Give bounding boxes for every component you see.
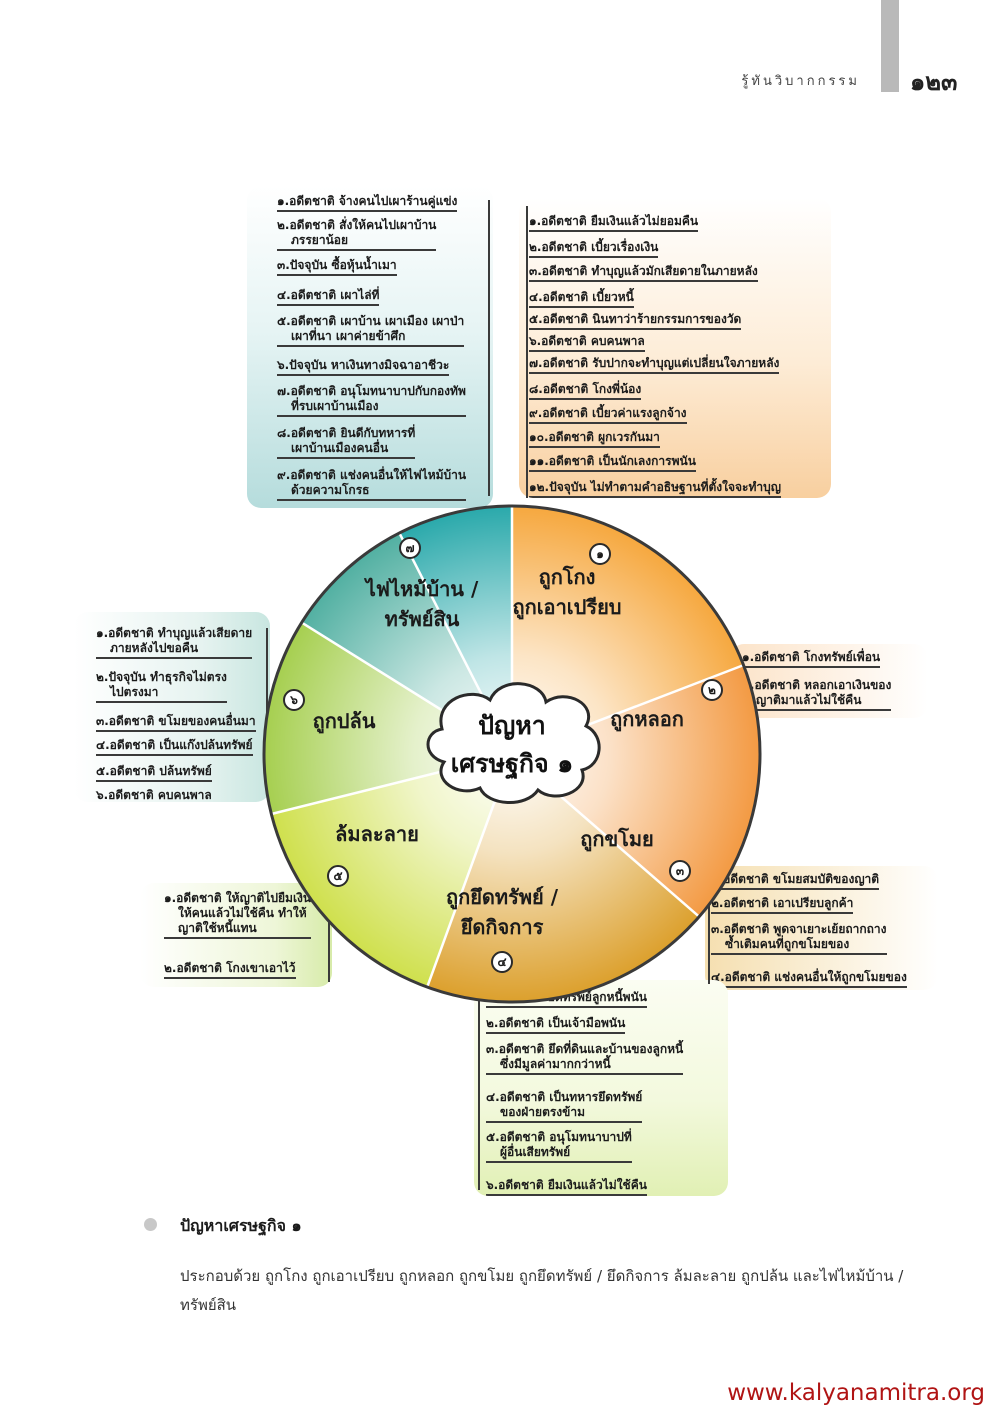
segment-number-badge <box>283 689 305 711</box>
segment-label-4-line2: ยึดกิจการ <box>460 915 543 939</box>
segment-number-badge <box>589 543 611 565</box>
segment-number-badge <box>399 537 421 559</box>
list-item: ๓.อดีตชาติ ยึดที่ดินและบ้านของลูกหนี้ซึ่… <box>486 1042 684 1075</box>
list-box-segment-3: ๑.อดีตชาติ ขโมยสมบัติของญาติ๒.อดีตชาติ เ… <box>705 866 938 990</box>
segment-number-4: ๔ <box>497 955 506 969</box>
segment-label-3: ถูกขโมย <box>580 827 654 853</box>
list-item: ๑.อดีตชาติ ขโมยสมบัติของญาติ <box>711 872 880 890</box>
segment-label-4: ถูกยึดทรัพย์ / <box>446 885 559 911</box>
segment-number-badge <box>491 951 513 973</box>
wheel-rim <box>262 504 762 1004</box>
list-item: ๓.อดีตชาติ ขโมยของคนอื่นมา <box>96 714 256 732</box>
list-item: ๒.อดีตชาติ หลอกเอาเงินของญาติมาแล้วไม่ใช… <box>742 678 892 711</box>
list-item: ๙.อดีตชาติ แช่งคนอื่นให้ไฟไหม้บ้านด้วยคว… <box>277 468 467 501</box>
list-item: ๒.อดีตชาติ โกงเขาเอาไว้ <box>164 961 296 979</box>
connector-line <box>708 880 710 984</box>
list-box-segment-4: ๑.อดีตชาติ ยึดทรัพย์ลูกหนี้พนัน๒.อดีตชาต… <box>474 980 728 1196</box>
list-item: ๔.อดีตชาติ เป็นแก๊งปล้นทรัพย์ <box>96 738 253 756</box>
list-item: ๓.อดีตชาติ ทำบุญแล้วมักเสียดายในภายหลัง <box>529 264 758 282</box>
list-item: ๕.อดีตชาติ อนุโมทนาบาปที่ผู้อื่นเสียทรัพ… <box>486 1130 632 1163</box>
list-box-segment-5: ๑.อดีตชาติ ให้ญาติไปยืมเงินให้คนแล้วไม่ใ… <box>140 883 332 987</box>
segment-number-1: ๑ <box>596 547 604 561</box>
list-item: ๒.อดีตชาติ เป็นเจ้ามือพนัน <box>486 1016 626 1034</box>
segment-number-7: ๗ <box>405 541 414 555</box>
segment-label-5: ล้มละลาย <box>335 822 419 846</box>
center-title-line1: ปัญหา <box>478 711 546 740</box>
list-box-segment-2: ๑.อดีตชาติ โกงทรัพย์เพื่อน๒.อดีตชาติ หลอ… <box>730 644 928 718</box>
list-item: ๒.ปัจจุบัน ทำธุรกิจไม่ตรงไปตรงมา <box>96 670 227 703</box>
list-item: ๑๒.ปัจจุบัน ไม่ทำตามคำอธิษฐานที่ตั้งใจจะ… <box>529 480 781 498</box>
list-item: ๗.อดีตชาติ อนุโมทนาบาปกับกองทัพที่รบเผาบ… <box>277 384 466 417</box>
caption-body: ประกอบด้วย ถูกโกง ถูกเอาเปรียบ ถูกหลอก ถ… <box>180 1267 904 1314</box>
connector-line <box>526 206 528 498</box>
list-item: ๑๐.อดีตชาติ ผูกเวรกันมา <box>529 430 660 448</box>
list-item: ๒.อดีตชาติ สั่งให้คนไปเผาบ้านภรรยาน้อย <box>277 218 437 251</box>
segment-label-7-line2: ทรัพย์สิน <box>385 607 460 631</box>
list-item: ๖.ปัจจุบัน หาเงินทางมิจฉาอาชีวะ <box>277 358 450 376</box>
segment-number-6: ๖ <box>289 693 298 707</box>
segment-label-1: ถูกโกง <box>539 565 596 591</box>
list-item: ๑.อดีตชาติ ทำบุญแล้วเสียดายภายหลังไปขอคื… <box>96 626 253 659</box>
center-cloud <box>426 682 601 804</box>
segment-number-badge <box>669 860 691 882</box>
segment-label-2: ถูกหลอก <box>610 707 684 733</box>
list-box-segment-6: ๑.อดีตชาติ ทำบุญแล้วเสียดายภายหลังไปขอคื… <box>74 612 270 802</box>
connector-line <box>478 994 480 1190</box>
list-item: ๑.อดีตชาติ ให้ญาติไปยืมเงินให้คนแล้วไม่ใ… <box>164 891 312 939</box>
segment-number-badge <box>327 865 349 887</box>
segment-number-2: ๒ <box>708 683 716 697</box>
header-title: รู้ทันวิบากกรรม <box>741 74 860 89</box>
segment-number-5: ๕ <box>333 869 342 883</box>
header-bar <box>881 0 899 92</box>
segment-label-7: ไฟไหม้บ้าน / <box>364 577 479 601</box>
list-box-segment-7: ๑.อดีตชาติ จ้างคนไปเผาร้านคู่แข่ง๒.อดีตช… <box>247 186 493 508</box>
caption-title: ปัญหาเศรษฐกิจ ๑ <box>180 1216 302 1235</box>
list-item: ๑.อดีตชาติ จ้างคนไปเผาร้านคู่แข่ง <box>277 194 458 212</box>
footer-url[interactable]: www.kalyanamitra.org <box>727 1380 985 1406</box>
segment-number-3: ๓ <box>676 864 684 878</box>
list-item: ๓.ปัจจุบัน ซื้อหุ้นน้ำเมา <box>277 258 397 276</box>
caption-bullet <box>144 1218 157 1231</box>
center-title-line2: เศรษฐกิจ ๑ <box>451 749 573 780</box>
list-item: ๖.อดีตชาติ คบคนพาล <box>96 788 212 802</box>
connector-line <box>328 898 330 982</box>
list-item: ๒.อดีตชาติ เอาเปรียบลูกค้า <box>711 896 854 914</box>
list-item: ๑.อดีตชาติ ยืมเงินแล้วไม่ยอมคืน <box>529 214 699 232</box>
list-item: ๒.อดีตชาติ เบี้ยวเรื่องเงิน <box>529 240 659 258</box>
list-item: ๑.อดีตชาติ โกงทรัพย์เพื่อน <box>742 650 881 668</box>
list-box-segment-1: ๑.อดีตชาติ ยืมเงินแล้วไม่ยอมคืน๒.อดีตชาต… <box>519 198 831 498</box>
list-item: ๘.อดีตชาติ โกงพี่น้อง <box>529 382 642 400</box>
list-item: ๔.อดีตชาติ แช่งคนอื่นให้ถูกขโมยของ <box>711 970 907 988</box>
page-number: ๑๒๓ <box>910 68 958 96</box>
segment-number-badge <box>701 679 723 701</box>
list-item: ๓.อดีตชาติ พูดจาเยาะเย้ยถากถางซ้ำเติมคนท… <box>711 922 887 955</box>
list-item: ๘.อดีตชาติ ยินดีกับทหารที่เผาบ้านเมืองคน… <box>277 426 416 459</box>
list-item: ๙.อดีตชาติ เบี้ยวค่าแรงลูกจ้าง <box>529 406 687 424</box>
list-item: ๑๑.อดีตชาติ เป็นนักเลงการพนัน <box>529 454 696 472</box>
list-item: ๔.อดีตชาติ เบี้ยวหนี้ <box>529 290 634 308</box>
connector-line <box>488 200 490 496</box>
list-item: ๗.อดีตชาติ รับปากจะทำบุญแต่เปลี่ยนใจภายห… <box>529 356 780 374</box>
list-item: ๔.อดีตชาติ เป็นทหารยึดทรัพย์ของฝ่ายตรงข้… <box>486 1090 643 1123</box>
segment-label-6: ถูกปล้น <box>313 709 376 735</box>
list-item: ๕.อดีตชาติ นินทาว่าร้ายกรรมการของวัด <box>529 312 742 330</box>
list-item: ๕.อดีตชาติ เผาบ้าน เผาเมือง เผาป่าเผาที่… <box>277 314 465 347</box>
segment-label-1-line2: ถูกเอาเปรียบ <box>513 595 622 621</box>
list-item: ๕.อดีตชาติ ปล้นทรัพย์ <box>96 764 212 782</box>
list-item: ๖.อดีตชาติ คบคนพาล <box>529 334 645 352</box>
list-item: ๖.อดีตชาติ ยืมเงินแล้วไม่ใช้คืน <box>486 1178 647 1196</box>
list-item: ๔.อดีตชาติ เผาไล่ที่ <box>277 288 380 306</box>
